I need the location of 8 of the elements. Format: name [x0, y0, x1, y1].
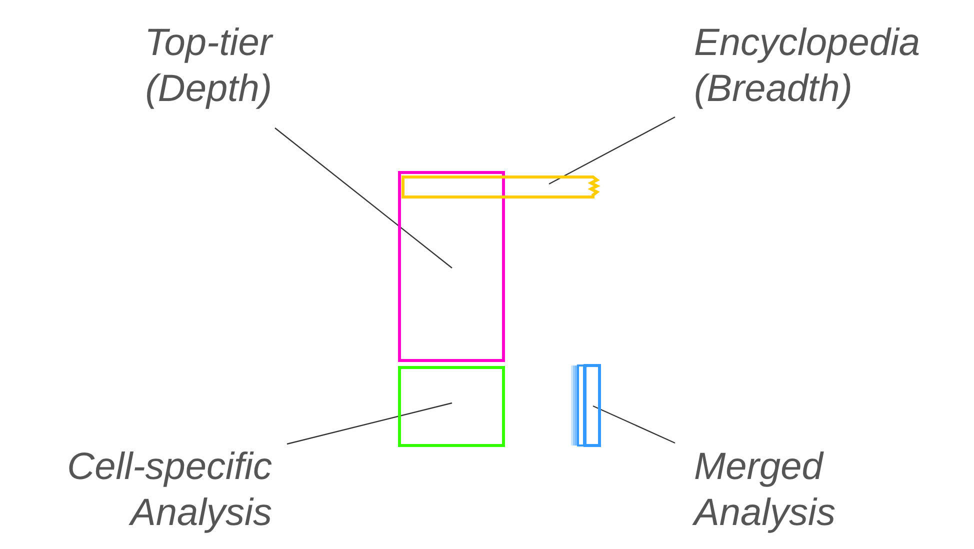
callout-label: Merged Analysis — [694, 445, 836, 536]
leader-line — [548, 116, 676, 185]
leader-line — [274, 128, 452, 268]
callout-label: Cell-specific Analysis — [66, 445, 272, 536]
leader-line — [286, 402, 452, 445]
callout-label: Encyclopedia (Breadth) — [694, 21, 922, 112]
callout-label: Top-tier (Depth) — [144, 21, 272, 112]
leader-line — [592, 405, 676, 444]
